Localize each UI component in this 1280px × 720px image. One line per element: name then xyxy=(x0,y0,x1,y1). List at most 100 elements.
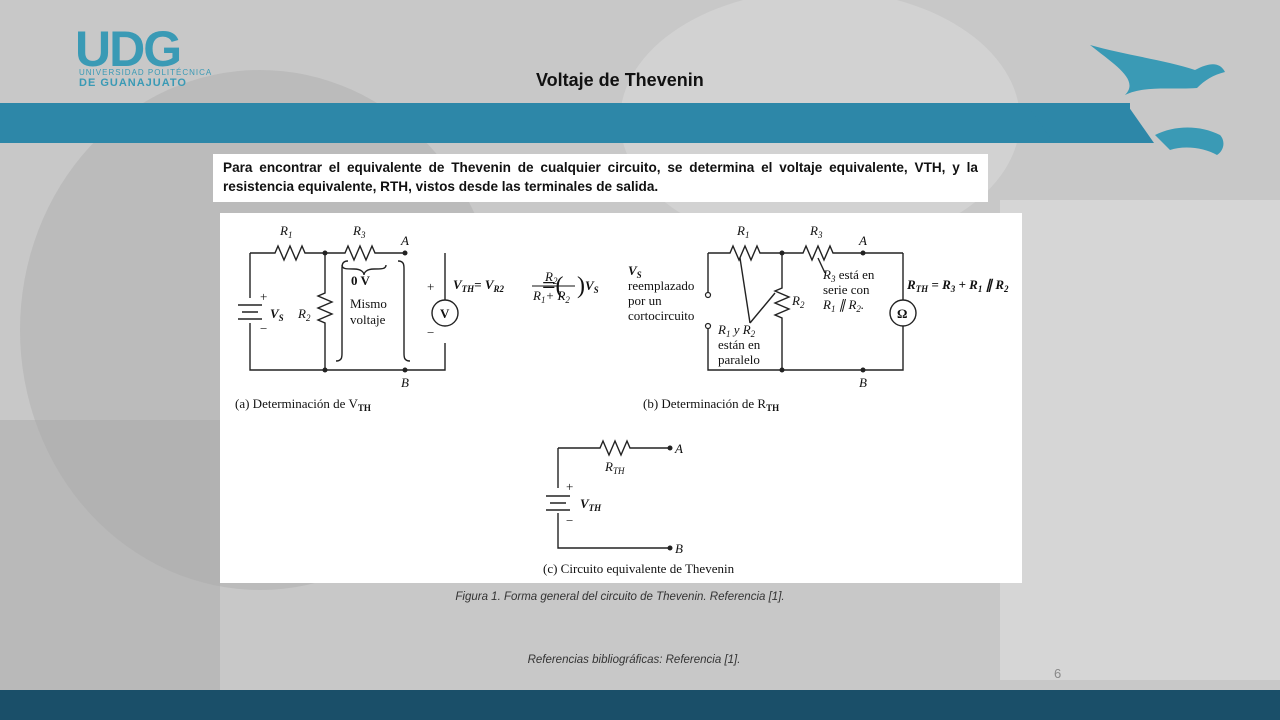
label-b-terminal-b: B xyxy=(859,375,867,390)
label-b-replaced1: reemplazado xyxy=(628,278,694,293)
label-b-r2: R xyxy=(791,293,800,308)
label-b-r3-sub: 3 xyxy=(817,230,823,240)
ohmmeter-symbol-icon: Ω xyxy=(897,306,907,321)
svg-text:R1: R1 xyxy=(279,223,292,240)
label-b-ser1-sub: 3 xyxy=(830,274,836,284)
svg-text:VTH= VR2: VTH= VR2 xyxy=(453,277,505,294)
label-a-meter-plus: + xyxy=(427,279,434,294)
svg-text:VS: VS xyxy=(628,263,642,280)
label-c-rth-sub: TH xyxy=(613,466,625,476)
formula-a-num: R xyxy=(544,269,553,284)
formula-a-vs-sub: S xyxy=(594,285,599,295)
formula-b-eq: = R xyxy=(928,277,951,292)
label-a-minus: − xyxy=(260,321,267,336)
label-b-replaced3: cortocircuito xyxy=(628,308,694,323)
label-a-plus: + xyxy=(260,289,267,304)
caption-b: (b) Determinación de R xyxy=(643,396,766,411)
label-b-terminal-a: A xyxy=(858,233,867,248)
intro-paragraph: Para encontrar el equivalente de Theveni… xyxy=(213,154,988,202)
label-a-r2-sub: 2 xyxy=(306,313,311,323)
label-b-r2-sub: 2 xyxy=(800,300,805,310)
formula-a-den: R xyxy=(532,288,541,303)
svg-text:R2: R2 xyxy=(544,269,558,286)
svg-text:R1 y R2: R1 y R2 xyxy=(717,322,756,339)
label-b-par1-sub: 1 xyxy=(726,329,731,339)
formula-a-vth: V xyxy=(453,277,463,292)
label-c-rth: R xyxy=(604,459,613,474)
label-b-par1-sub2: 2 xyxy=(751,329,756,339)
label-b-vs-sub: S xyxy=(637,270,642,280)
svg-text:R1: R1 xyxy=(736,223,749,240)
label-a-terminal-b: B xyxy=(401,375,409,390)
svg-text:): ) xyxy=(577,273,585,299)
label-b-par1-mid: y R xyxy=(730,322,750,337)
label-b-r1-sub: 1 xyxy=(745,230,750,240)
svg-text:R3: R3 xyxy=(352,223,366,240)
svg-text:VS: VS xyxy=(585,278,599,295)
circuit-diagrams: R1 R3 R2 VS + − A B 0 V Mismo voltaje + … xyxy=(235,223,1009,576)
caption-a: (a) Determinación de V xyxy=(235,396,358,411)
label-a-meter-minus: − xyxy=(427,325,434,340)
label-c-plus: + xyxy=(566,479,573,494)
label-b-ser1-rest: está en xyxy=(835,267,874,282)
formula-b-sub2: 3 xyxy=(950,284,956,294)
slide-title: Voltaje de Thevenin xyxy=(536,70,704,90)
label-a-voltaje: voltaje xyxy=(350,312,386,327)
label-a-r1: R xyxy=(279,223,288,238)
label-a-r1-sub: 1 xyxy=(288,230,293,240)
label-a-vs-sub: S xyxy=(279,313,284,323)
bird-emblem-icon xyxy=(1090,45,1225,155)
udg-logo: UDG UNIVERSIDAD POLITÉCNICA DE GUANAJUAT… xyxy=(75,21,245,89)
formula-a-den-sub1: 1 xyxy=(541,295,546,305)
label-a-r2: R xyxy=(297,306,306,321)
label-b-r3: R xyxy=(809,223,818,238)
svg-text:R3: R3 xyxy=(809,223,823,240)
page-number: 6 xyxy=(1054,666,1062,681)
logo-line2: DE GUANAJUATO xyxy=(79,77,187,89)
svg-text:(a) Determinación de VTH: (a) Determinación de VTH xyxy=(235,396,371,413)
footer-bar xyxy=(0,690,1280,720)
caption-b-sub: TH xyxy=(766,403,779,413)
label-b-r1: R xyxy=(736,223,745,238)
formula-a-den-plus: + R xyxy=(545,288,565,303)
formula-b-sub3: 1 xyxy=(978,284,983,294)
formula-b-plus: + R xyxy=(955,277,978,292)
header-bar xyxy=(0,103,1130,143)
label-a-r3-sub: 3 xyxy=(360,230,366,240)
label-c-vth-sub: TH xyxy=(589,503,602,513)
formula-a-vs: V xyxy=(585,278,595,293)
label-c-vth: V xyxy=(580,496,590,511)
label-b-ser2: serie con xyxy=(823,282,870,297)
svg-text:R1 ∥ R2.: R1 ∥ R2. xyxy=(822,297,864,314)
formula-a-vr2-sub: R2 xyxy=(493,284,505,294)
svg-text:R2: R2 xyxy=(791,293,805,310)
logo-line1: UNIVERSIDAD POLITÉCNICA xyxy=(79,68,213,77)
label-a-r3: R xyxy=(352,223,361,238)
formula-b-rth-sub: TH xyxy=(916,284,929,294)
label-a-zero-v: 0 V xyxy=(351,273,371,288)
label-a-mismo: Mismo xyxy=(350,296,387,311)
label-b-replaced2: por un xyxy=(628,293,662,308)
svg-text:VTH: VTH xyxy=(580,496,602,513)
svg-text:(b) Determinación de RTH: (b) Determinación de RTH xyxy=(643,396,779,413)
svg-text:RTH = R3 + R1 ∥ R2: RTH = R3 + R1 ∥ R2 xyxy=(906,277,1009,294)
label-c-terminal-b: B xyxy=(675,541,683,556)
references: Referencias bibliográficas: Referencia [… xyxy=(527,654,741,666)
svg-text:R3 está en: R3 está en xyxy=(822,267,875,284)
label-b-ser3: R xyxy=(822,297,831,312)
formula-a-vth-sub: TH xyxy=(462,284,475,294)
label-b-ser3-sub: 1 xyxy=(831,304,836,314)
formula-b-par: ∥ R xyxy=(982,277,1004,293)
label-b-ser1: R xyxy=(822,267,831,282)
formula-a-eq: = V xyxy=(474,277,495,292)
caption-c: (c) Circuito equivalente de Thevenin xyxy=(543,561,735,576)
figure-caption: Figura 1. Forma general del circuito de … xyxy=(455,591,785,603)
formula-a-den-sub2: 2 xyxy=(565,295,570,305)
formula-b-rth: R xyxy=(906,277,916,292)
label-b-ser3-end: . xyxy=(861,297,864,312)
thevenin-figure: R1 R3 R2 VS + − A B 0 V Mismo voltaje + … xyxy=(220,213,1022,583)
label-b-par2: están en xyxy=(718,337,761,352)
svg-text:RTH: RTH xyxy=(604,459,625,476)
logo-mark: UDG xyxy=(75,21,182,77)
label-b-ser3-sub2: 2 xyxy=(856,304,861,314)
